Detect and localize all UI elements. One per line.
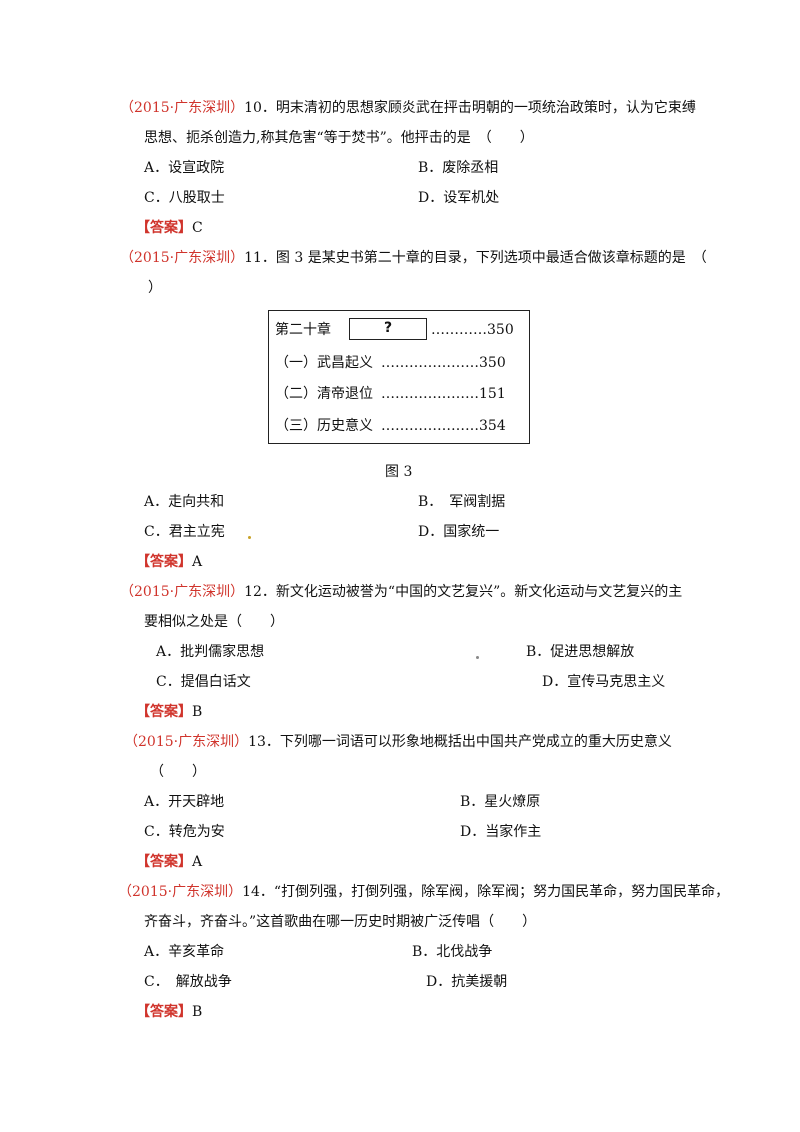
q12-answer-value: B — [192, 704, 203, 720]
toc-section-3-page: …………………354 — [381, 418, 506, 434]
q10-answer-value: C — [192, 220, 203, 236]
q12-option-a: A．批判儒家思想 — [156, 644, 265, 660]
q12-answer-label: 【答案】 — [136, 704, 192, 720]
q14-option-b: B．北伐战争 — [412, 944, 493, 960]
q14-answer: 【答案】B — [136, 1002, 202, 1022]
toc-section-2-page: …………………151 — [381, 386, 506, 402]
stray-mark-2 — [476, 656, 479, 659]
q12-line2: 要相似之处是（ ） — [144, 614, 284, 630]
q10-line2: 思想、扼杀创造力,称其危害“等于焚书”。他抨击的是 （ ） — [144, 130, 534, 146]
q12-answer: 【答案】B — [136, 702, 202, 722]
q12-line1: （2015·广东深圳）12．新文化运动被誉为“中国的文艺复兴”。新文化运动与文艺… — [120, 582, 682, 602]
toc-chapter-page: …………350 — [431, 322, 514, 338]
q11-line2: ） — [148, 280, 162, 296]
toc-unknown-title-box: ? — [349, 318, 427, 340]
q12-option-b: B．促进思想解放 — [526, 644, 635, 660]
toc-section-1-label: （一）武昌起义 — [275, 355, 373, 371]
toc-chapter-label: 第二十章 — [275, 322, 331, 338]
stray-mark — [248, 536, 251, 539]
q14-answer-value: B — [192, 1004, 203, 1020]
q11-source: （2015·广东深圳） — [120, 250, 245, 266]
q13-option-b: B．星火燎原 — [460, 794, 541, 810]
q14-line1: （2015·广东深圳）14．“打倒列强，打倒列强，除军阀，除军阀；努力国民革命，… — [118, 882, 729, 902]
q10-option-b: B．废除丞相 — [418, 160, 499, 176]
q11-line1: （2015·广东深圳）11．图 3 是某史书第二十章的目录，下列选项中最适合做该… — [120, 248, 707, 268]
q12-option-c: C．提倡白话文 — [156, 674, 251, 690]
q13-stem: 13．下列哪一词语可以形象地概括出中国共产党成立的重大历史意义 — [248, 734, 672, 750]
q12-source: （2015·广东深圳） — [120, 584, 245, 600]
q14-option-c: C． 解放战争 — [144, 974, 232, 990]
q11-answer: 【答案】A — [136, 552, 202, 572]
q10-option-a: A．设宣政院 — [144, 160, 225, 176]
q14-answer-label: 【答案】 — [136, 1004, 192, 1020]
q13-option-d: D．当家作主 — [460, 824, 542, 840]
q10-answer: 【答案】C — [136, 218, 203, 238]
toc-section-1-page: …………………350 — [381, 355, 506, 371]
q10-source: （2015·广东深圳） — [120, 100, 245, 116]
figure-toc-box: 第二十章 ? …………350 （一）武昌起义 …………………350 （二）清帝退… — [268, 310, 530, 444]
q11-option-d: D．国家统一 — [418, 524, 500, 540]
q12-stem: 12．新文化运动被誉为“中国的文艺复兴”。新文化运动与文艺复兴的主 — [244, 584, 683, 600]
q10-answer-label: 【答案】 — [136, 220, 192, 236]
q14-stem: 14．“打倒列强，打倒列强，除军阀，除军阀；努力国民革命，努力国民革命， — [242, 884, 730, 900]
q12-option-d: D．宣传马克思主义 — [542, 674, 666, 690]
q13-option-a: A．开天辟地 — [144, 794, 225, 810]
q14-option-a: A．辛亥革命 — [144, 944, 225, 960]
q10-option-c: C．八股取士 — [144, 190, 225, 206]
q11-option-a: A．走向共和 — [144, 494, 225, 510]
figure-caption: 图 3 — [385, 464, 413, 480]
q11-answer-label: 【答案】 — [136, 554, 192, 570]
q11-answer-value: A — [192, 554, 203, 570]
q13-answer-value: A — [192, 854, 203, 870]
q14-option-d: D．抗美援朝 — [426, 974, 508, 990]
q13-answer-label: 【答案】 — [136, 854, 192, 870]
q13-line1: （2015·广东深圳）13．下列哪一词语可以形象地概括出中国共产党成立的重大历史… — [124, 732, 672, 752]
q14-line2: 齐奋斗，齐奋斗。”这首歌曲在哪一历史时期被广泛传唱（ ） — [144, 914, 537, 930]
q11-option-c: C．君主立宪 — [144, 524, 225, 540]
q13-option-c: C．转危为安 — [144, 824, 225, 840]
toc-section-3-label: （三）历史意义 — [275, 418, 373, 434]
q13-line2: （ ） — [150, 764, 206, 780]
q10-line1: （2015·广东深圳）10．明末清初的思想家顾炎武在抨击明朝的一项统治政策时，认… — [120, 98, 696, 118]
toc-section-2-label: （二）清帝退位 — [275, 386, 373, 402]
q11-stem: 11．图 3 是某史书第二十章的目录，下列选项中最适合做该章标题的是 （ — [244, 250, 707, 266]
q13-answer: 【答案】A — [136, 852, 202, 872]
q10-option-d: D．设军机处 — [418, 190, 500, 206]
q14-source: （2015·广东深圳） — [118, 884, 243, 900]
q10-stem: 10．明末清初的思想家顾炎武在抨击明朝的一项统治政策时，认为它束缚 — [244, 100, 696, 116]
q13-source: （2015·广东深圳） — [124, 734, 249, 750]
q11-option-b: B． 军阀割据 — [418, 494, 506, 510]
